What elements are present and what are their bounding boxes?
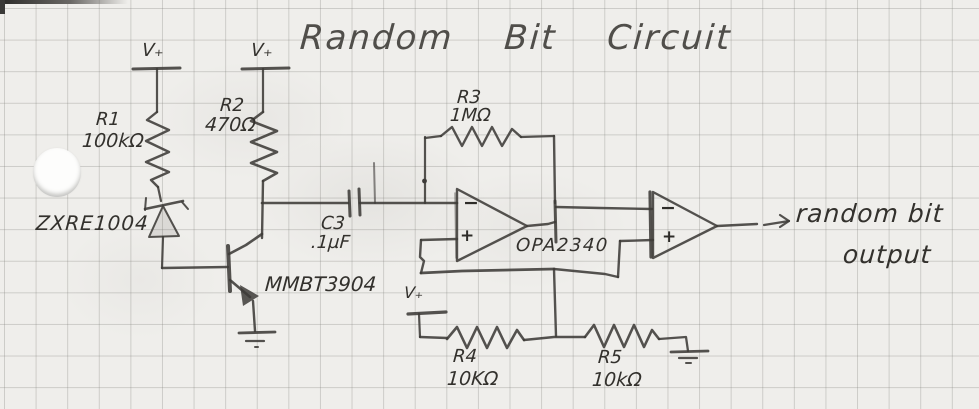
r4-ref-label: R4 <box>452 346 478 367</box>
voltage-reference-label: ZXRE1004 <box>35 211 150 235</box>
ground-symbol-right <box>669 349 710 364</box>
vplus-label-2: V₊ <box>250 40 274 61</box>
npn-transistor-symbol <box>226 232 264 333</box>
output-arrow-icon <box>762 213 791 229</box>
ground-symbol-transistor <box>237 330 277 348</box>
c3-ref-label: C3 <box>320 213 346 234</box>
vplus-rail3-symbol <box>406 310 448 339</box>
r1-value-label: 100kΩ <box>81 130 145 152</box>
wire-opamp1-to-opamp2 <box>554 205 654 211</box>
r3-value-label: 1MΩ <box>449 105 492 126</box>
r1-ref-label: R1 <box>95 109 121 130</box>
r4-value-label: 10KΩ <box>446 368 499 390</box>
hole-punch <box>33 148 81 197</box>
vplus-rail1-symbol <box>131 66 182 114</box>
resistor-r2-symbol <box>249 110 279 240</box>
vplus-label-1: V₊ <box>141 40 165 61</box>
r5-ref-label: R5 <box>597 347 623 368</box>
opamp-label: OPA2340 <box>515 235 610 256</box>
opamp2-inverting-sign: − <box>660 197 676 219</box>
c3-value-label: .1μF <box>310 232 351 253</box>
divider-node-wires <box>418 237 655 338</box>
output-label-line2: output <box>841 240 933 269</box>
r5-value-label: 10kΩ <box>591 369 643 391</box>
scan-edge-artifact <box>0 0 5 14</box>
resistor-r4-symbol <box>445 325 526 350</box>
vplus-rail2-symbol <box>240 66 291 114</box>
transistor-label: MMBT3904 <box>264 272 378 296</box>
wire-v3-to-r4 <box>418 335 449 340</box>
opamp2-symbol <box>648 190 759 260</box>
resistor-r3-symbol <box>422 125 557 205</box>
output-label-line1: random bit <box>794 199 945 228</box>
vplus-label-3: V₊ <box>403 283 425 302</box>
zener-diode-symbol <box>143 197 189 270</box>
scan-edge-artifact <box>0 0 128 4</box>
opamp1-noninverting-sign: + <box>460 226 475 246</box>
r2-ref-label: R2 <box>219 95 245 116</box>
stray-pencil-stroke <box>373 162 376 204</box>
resistor-r1-symbol <box>144 110 171 203</box>
capacitor-c3-symbol <box>347 187 362 218</box>
schematic-title: Random Bit Circuit <box>298 18 733 58</box>
resistor-r5-symbol <box>583 323 661 349</box>
opamp2-noninverting-sign: + <box>662 227 677 247</box>
opamp1-inverting-sign: − <box>463 192 479 214</box>
wire-r5-to-ground <box>657 335 690 353</box>
base-wire <box>160 265 230 270</box>
r2-value-label: 470Ω <box>204 114 257 136</box>
wire-r4-to-r5 <box>522 335 587 342</box>
